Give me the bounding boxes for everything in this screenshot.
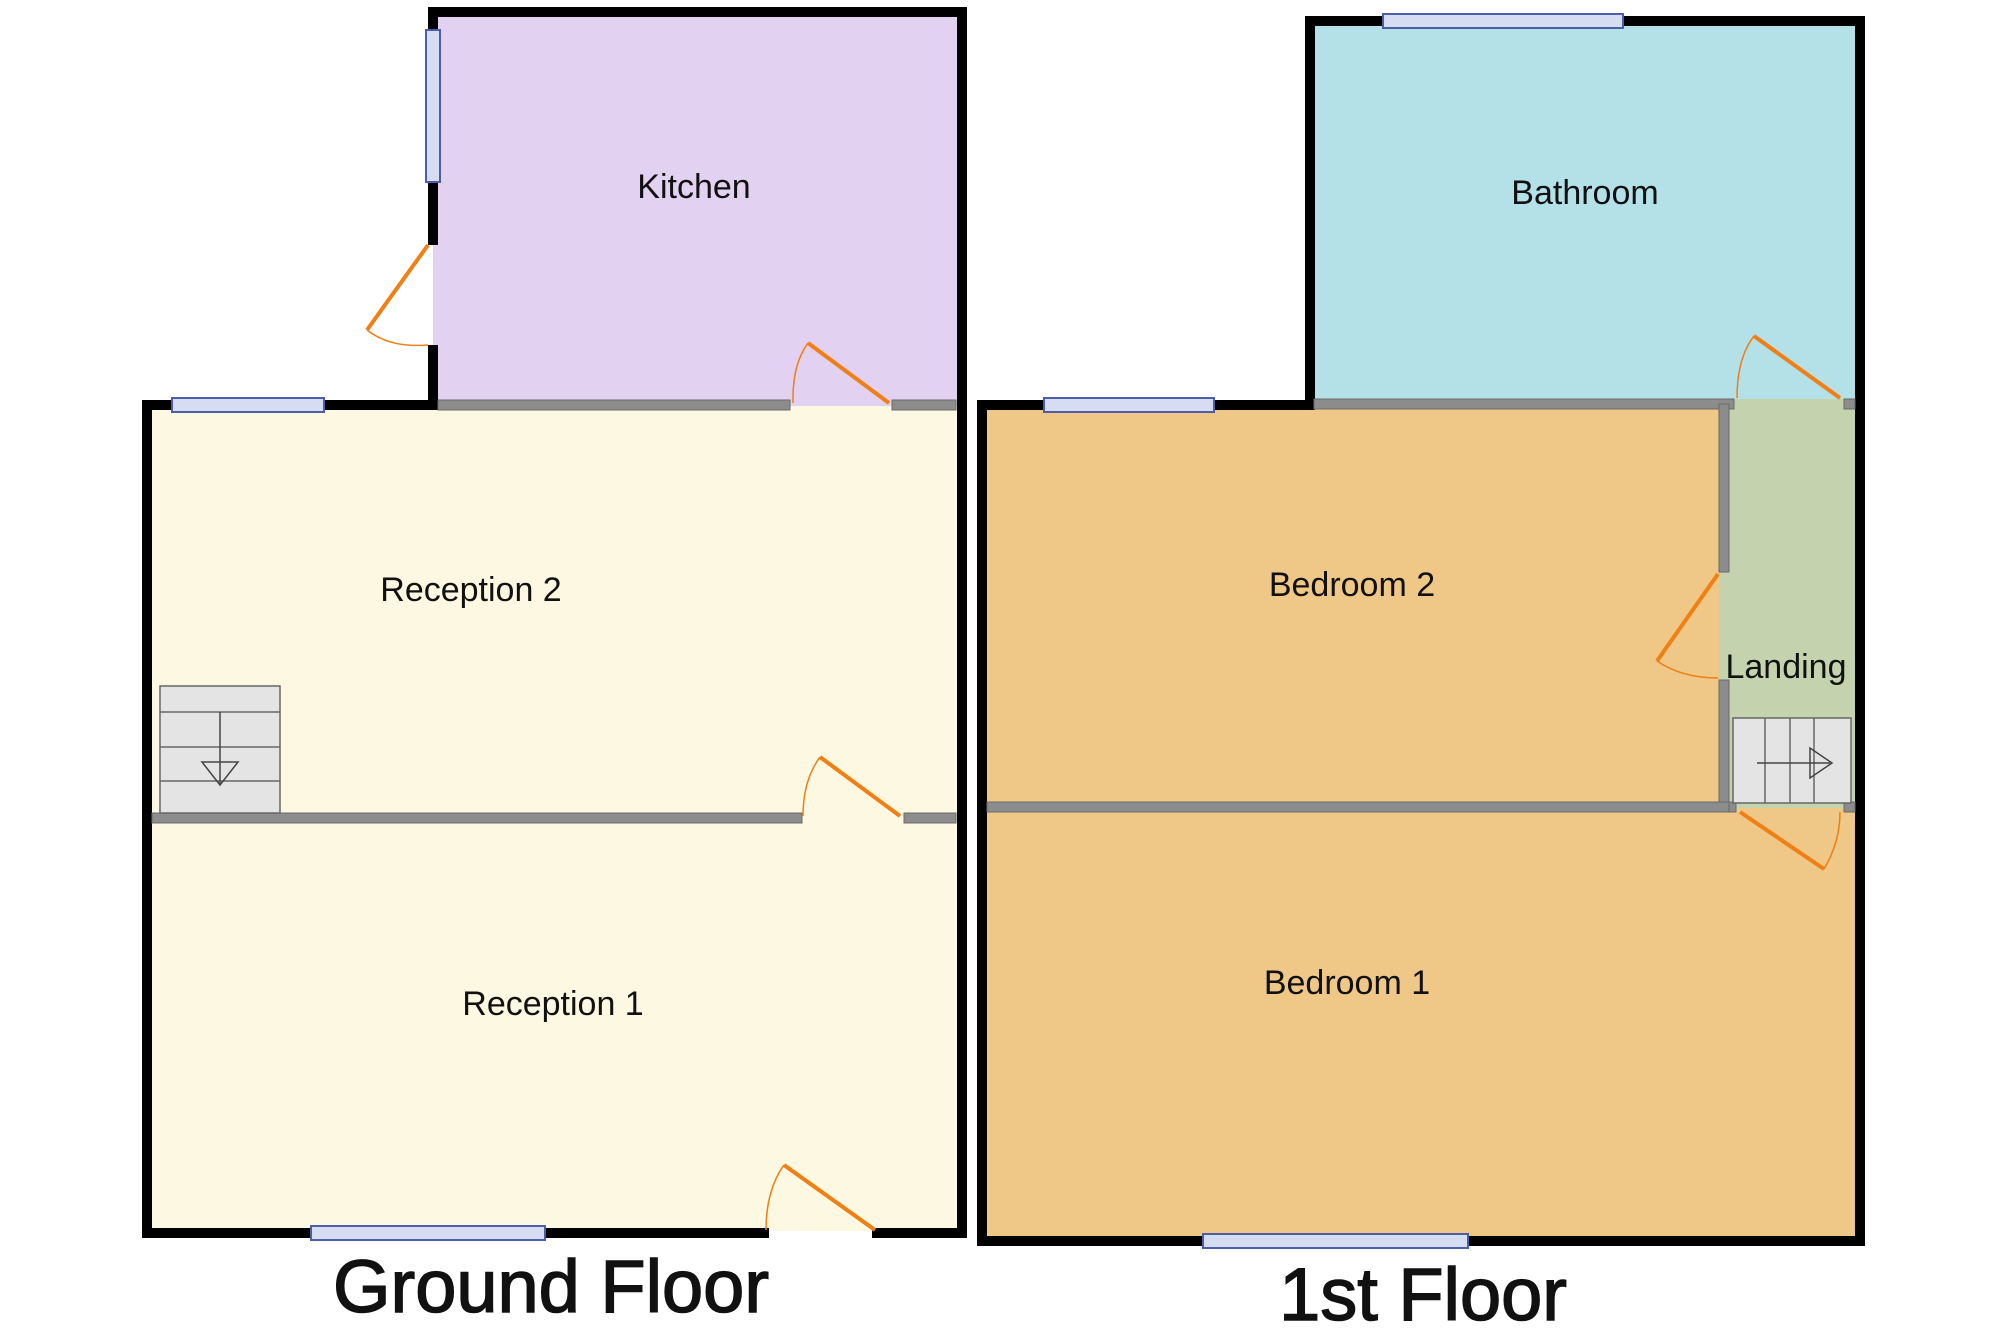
reception-2-window [171,397,325,413]
first-floor: Bathroom Bedroom 2 Landing Bedroom 1 1st… [977,13,1865,1333]
bedroom-1-door [1738,810,1841,871]
bedroom-1-floor [982,808,1855,1239]
landing-label: Landing [1725,648,1846,686]
kitchen-floor [433,14,960,407]
bathroom-window [1382,13,1624,29]
bedroom-2-door [1655,572,1720,679]
reception-1-window [310,1225,546,1241]
bedroom-1-label: Bedroom 1 [1264,964,1430,1002]
first-floor-stairs [1732,717,1852,804]
bathroom-door [1736,334,1842,400]
bedroom-2-floor [982,408,1719,808]
ground-floor-label: Ground Floor [333,1245,769,1328]
bedroom-2-label: Bedroom 2 [1269,566,1435,604]
ground-floor: Kitchen Reception 2 Reception 1 Ground F… [142,7,967,1329]
reception-internal-door [802,755,902,818]
first-floor-windows [1043,13,1624,1249]
first-floor-doors [1655,334,1842,871]
bathroom-label: Bathroom [1511,174,1658,212]
ground-floor-internal-walls [151,399,957,824]
bedroom-1-window [1202,1233,1469,1249]
kitchen-label: Kitchen [637,168,750,206]
ground-floor-stairs [159,685,281,814]
ground-floor-windows [171,29,546,1241]
reception-1-label: Reception 1 [462,985,643,1023]
reception-2-label: Reception 2 [380,571,561,609]
first-floor-internal-walls [986,398,1856,813]
bathroom-floor [1310,25,1855,401]
reception-1-floor [147,817,960,1231]
kitchen-back-door [365,243,430,347]
front-door [765,1163,877,1232]
kitchen-window [425,29,441,183]
ground-floor-doors [365,243,902,1232]
first-floor-external-walls [977,16,1865,1246]
reception-2-floor [147,406,960,817]
kitchen-internal-door [792,341,891,405]
first-floor-label: 1st Floor [1279,1253,1567,1333]
bedroom-2-window [1043,397,1215,413]
